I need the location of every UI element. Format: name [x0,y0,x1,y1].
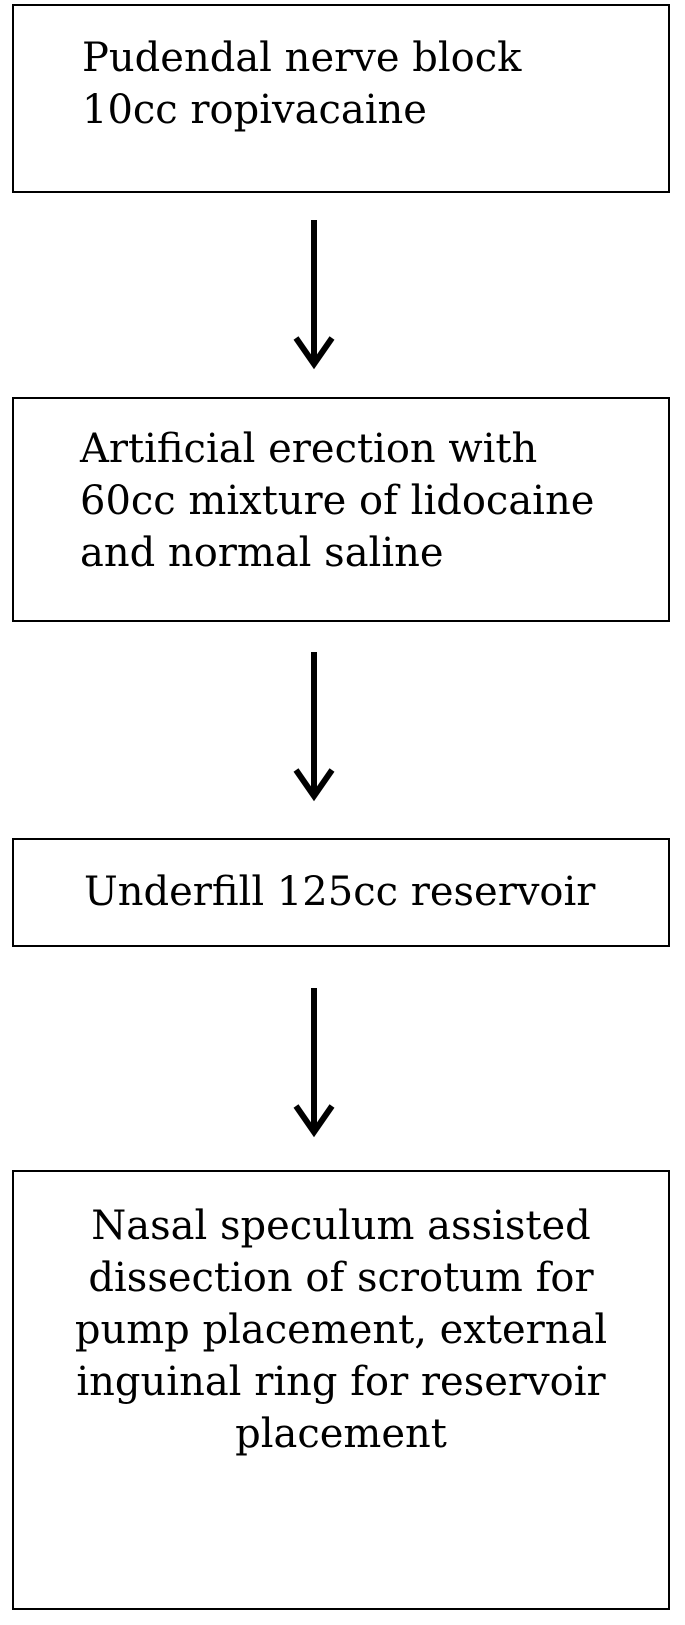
step-box-artificial-erection: Artificial erection with 60cc mixture of… [12,397,670,622]
step-box-pudendal-nerve-block: Pudendal nerve block 10cc ropivacaine [12,4,670,193]
step-box-underfill-reservoir: Underfill 125cc reservoir [12,838,670,947]
step-text: Nasal speculum assisted dissection of sc… [74,1203,608,1457]
down-arrow-icon [293,988,335,1138]
step-box-nasal-speculum-dissection: Nasal speculum assisted dissection of sc… [12,1170,670,1610]
down-arrow-icon [293,652,335,802]
step-text: Underfill 125cc reservoir [84,869,596,915]
down-arrow-icon [293,220,335,370]
step-text: Artificial erection with 60cc mixture of… [80,426,595,576]
step-text: Pudendal nerve block 10cc ropivacaine [82,35,522,133]
